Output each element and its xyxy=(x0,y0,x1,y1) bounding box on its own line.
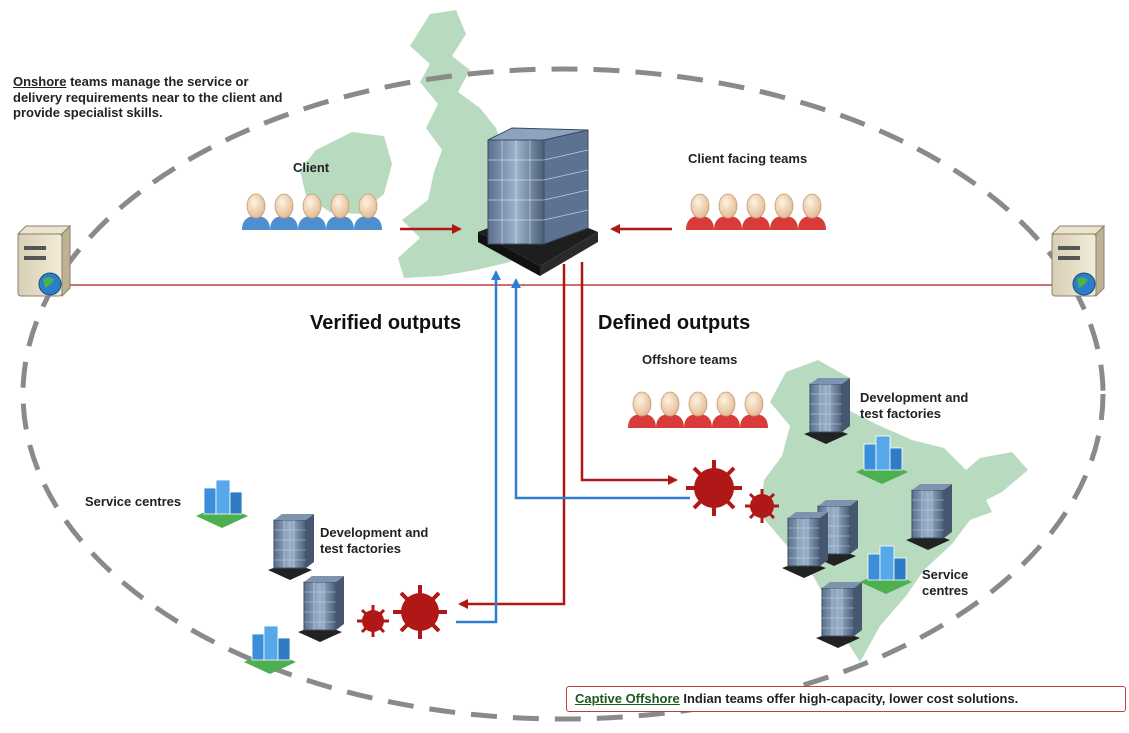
client-facing-teams-people-icon xyxy=(685,193,827,231)
verified-outputs-label: Verified outputs xyxy=(310,312,462,334)
onshore-line-1-rest: teams manage the service or xyxy=(66,74,249,89)
defined-outputs-label: Defined outputs xyxy=(598,312,751,334)
dev-test-right-line-2: test factories xyxy=(860,405,941,421)
ireland-landmass xyxy=(300,132,392,214)
virus-large-left-icon xyxy=(393,585,447,639)
client-people-icon xyxy=(241,193,383,231)
client-facing-teams-label: Client facing teams xyxy=(688,151,808,166)
dev-test-right-line-1: Development and xyxy=(860,390,969,405)
virus-small-right-icon xyxy=(745,489,779,523)
client-label: Client xyxy=(293,160,330,175)
verified-outputs-onshore-arrow xyxy=(456,270,501,624)
india-building-icon xyxy=(781,511,829,579)
service-centres-right-line-2: centres xyxy=(922,582,969,598)
defined-outputs-onshore-arrow xyxy=(458,264,566,609)
headquarters-building-icon xyxy=(478,127,598,276)
captive-offshore-callout: Captive Offshore Indian teams offer high… xyxy=(566,686,1126,712)
onshore-dev-factory-building-icon xyxy=(267,513,315,581)
onshore-line-1: Onshore teams manage the service or xyxy=(13,74,373,90)
server-right-icon xyxy=(1051,225,1105,297)
service-centres-right-line-1: Service xyxy=(922,567,969,582)
service-centre-icon xyxy=(243,625,297,675)
service-centres-left-label: Service centres xyxy=(85,494,182,509)
dev-test-left-line-2: test factories xyxy=(320,540,401,556)
dev-factory-building-icon xyxy=(803,377,851,445)
onshore-building-icon xyxy=(297,575,345,643)
dev-test-factories-left-label: Development and test factories xyxy=(320,525,428,556)
onshore-description: Onshore teams manage the service or deli… xyxy=(13,74,373,121)
india-building-icon xyxy=(815,581,863,649)
onshore-term: Onshore xyxy=(13,74,67,89)
offshore-teams-label: Offshore teams xyxy=(642,352,738,367)
onshore-line-2: delivery requirements near to the client… xyxy=(13,89,283,105)
india-building-icon xyxy=(905,483,953,551)
onshore-line-3: provide specialist skills. xyxy=(13,105,163,121)
defined-outputs-offshore-arrow xyxy=(580,262,678,485)
service-centres-right-label: Service centres xyxy=(922,567,968,598)
service-centre-icon xyxy=(195,479,249,529)
offshore-teams-people-icon xyxy=(627,391,769,429)
operations-boundary xyxy=(20,66,1106,722)
virus-large-right-icon xyxy=(686,460,742,516)
virus-small-left-icon xyxy=(357,605,389,637)
server-left-icon xyxy=(17,225,71,297)
verified-outputs-offshore-arrow xyxy=(511,278,690,500)
dev-test-factories-right-label: Development and test factories xyxy=(860,390,968,421)
captive-offshore-description: Indian teams offer high-capacity, lower … xyxy=(679,691,1019,706)
dev-test-left-line-1: Development and xyxy=(320,525,429,540)
captive-offshore-term: Captive Offshore xyxy=(575,691,680,706)
